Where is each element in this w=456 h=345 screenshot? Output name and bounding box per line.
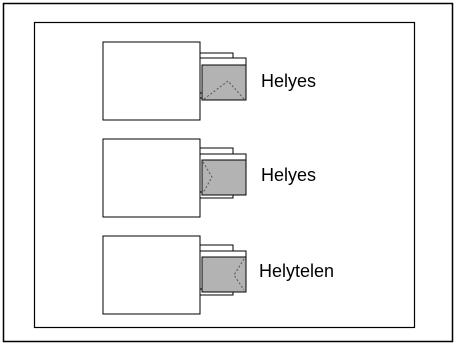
option-row: Helyes	[102, 41, 316, 121]
printer-box	[102, 235, 201, 315]
option-row: Helyes	[102, 138, 316, 218]
envelope-flap-bottom-left	[203, 80, 245, 100]
option-row: Helytelen	[102, 235, 334, 315]
envelope-flap-left	[202, 161, 213, 194]
option-label: Helyes	[261, 71, 316, 91]
printer-box	[102, 138, 201, 218]
printer-box	[102, 41, 201, 121]
envelope	[201, 64, 247, 101]
option-label: Helyes	[261, 165, 316, 185]
option-label: Helytelen	[259, 261, 334, 281]
envelope	[201, 159, 247, 196]
envelope	[201, 256, 247, 293]
